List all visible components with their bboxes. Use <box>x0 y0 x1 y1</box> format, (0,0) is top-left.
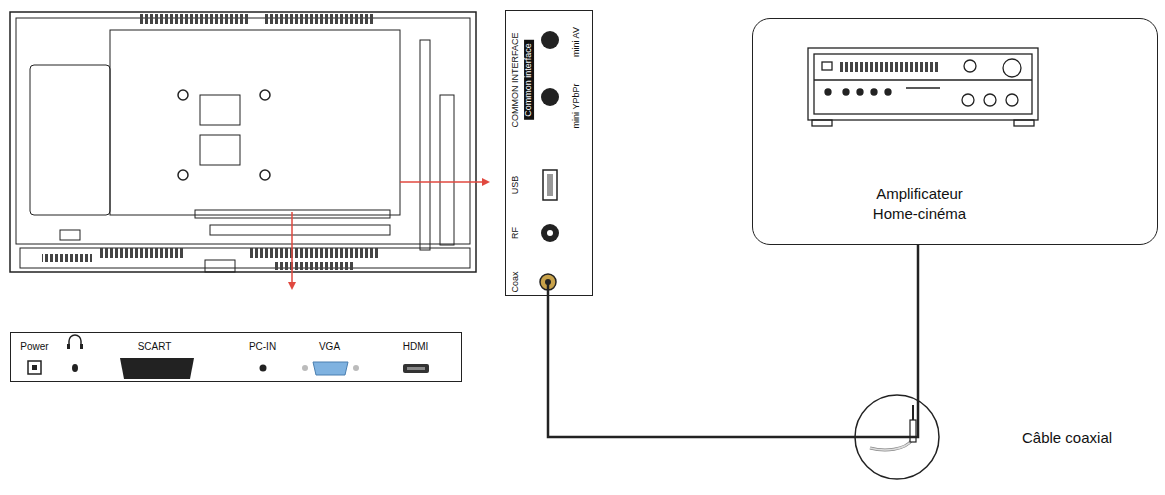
port-label: mini AV <box>572 27 582 57</box>
amplifier-drawing <box>808 48 1038 126</box>
port-label: USB <box>511 175 521 194</box>
side-panel: COMMON INTERFACECommon interface mini AV m… <box>505 10 593 296</box>
amplifier-box: Amplificateur Home-cinéma <box>752 18 1158 245</box>
bottom-ports <box>28 335 429 379</box>
tv-back <box>10 12 476 272</box>
port-label: VGA <box>319 340 340 351</box>
pointer-arrows <box>288 178 490 290</box>
side-ports <box>540 31 559 296</box>
port-label: Common interface <box>524 40 534 120</box>
port-label: RF <box>511 227 521 239</box>
port-label: HDMI <box>403 340 429 351</box>
port-label: Coax <box>511 271 521 292</box>
connector-strip: Power SCART PC-IN VGA HDMI <box>10 332 462 382</box>
port-label: Power <box>20 340 48 351</box>
port-label: mini YPbPr <box>572 83 582 128</box>
port-label: PC-IN <box>249 340 276 351</box>
port-label: Amplificateur Home-cinéma <box>855 183 985 224</box>
port-label: COMMON INTERFACE <box>511 32 521 127</box>
cable-label: Câble coaxial <box>1022 429 1112 446</box>
port-label: SCART <box>138 340 172 351</box>
coax-cable <box>548 245 918 437</box>
